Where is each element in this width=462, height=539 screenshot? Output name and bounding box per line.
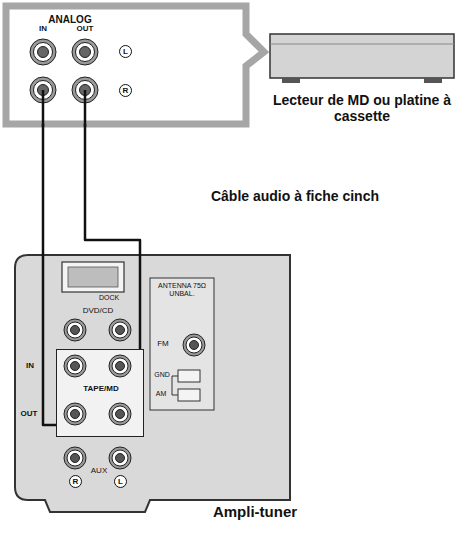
- part-label: DOCK: [92, 294, 126, 302]
- channel-marker: L: [114, 475, 127, 488]
- callout-bubble: [6, 6, 264, 124]
- part-label: Ampli-tuner: [195, 503, 315, 520]
- part-label: AUX: [84, 466, 114, 475]
- part-label: FM: [153, 339, 173, 348]
- part-label: OUT: [17, 409, 41, 418]
- part-label: GND: [151, 371, 173, 379]
- channel-marker: R: [119, 84, 132, 97]
- part-label: IN: [31, 24, 55, 33]
- callout-wires: [43, 90, 85, 127]
- channel-marker: L: [119, 45, 132, 58]
- node-label: TAPE/MD: [59, 384, 143, 393]
- audio-cable: [43, 124, 56, 425]
- part-label: DVD/CD: [74, 306, 122, 315]
- part-label: ANTENNA 75Ω UNBAL.: [152, 282, 212, 298]
- receiver-panel: [15, 255, 290, 512]
- part-label: Câble audio à fiche cinch: [150, 188, 440, 204]
- node-label: ANALOG: [28, 14, 112, 26]
- part-label: AM: [151, 390, 171, 398]
- audio-cable: [85, 124, 140, 349]
- md-deck: [270, 34, 454, 83]
- part-label: IN: [19, 361, 41, 370]
- part-label: OUT: [71, 24, 99, 33]
- channel-marker: R: [69, 475, 82, 488]
- tape-md-terminals: TAPE/MD: [56, 349, 144, 437]
- analog-jacks: [30, 39, 98, 103]
- analog-panel: ANALOG: [6, 6, 246, 124]
- part-label: Lecteur de MD ou platine à cassette: [268, 92, 456, 124]
